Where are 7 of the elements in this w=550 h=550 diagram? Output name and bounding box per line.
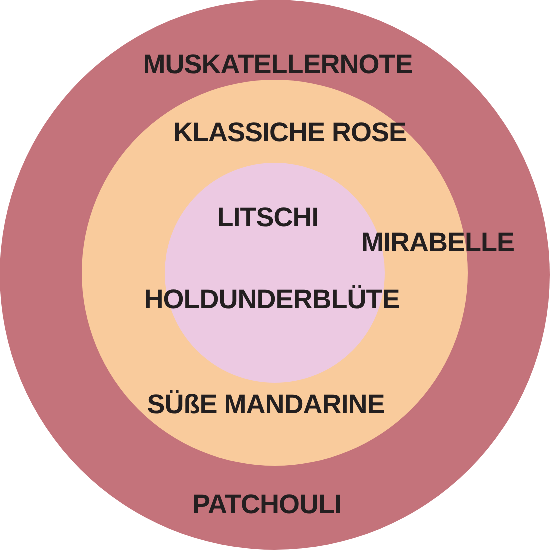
ring-label: MUSKATELLERNOTE	[143, 50, 413, 80]
ring-label: SÜßE MANDARINE	[147, 390, 385, 420]
ring-label: LITSCHI	[217, 202, 319, 234]
ring-label: HOLDUNDERBLÜTE	[144, 284, 400, 316]
ring-label: MIRABELLE	[362, 228, 514, 258]
ring-label: KLASSICHE ROSE	[173, 118, 407, 148]
ring-label: PATCHOULI	[192, 490, 342, 520]
